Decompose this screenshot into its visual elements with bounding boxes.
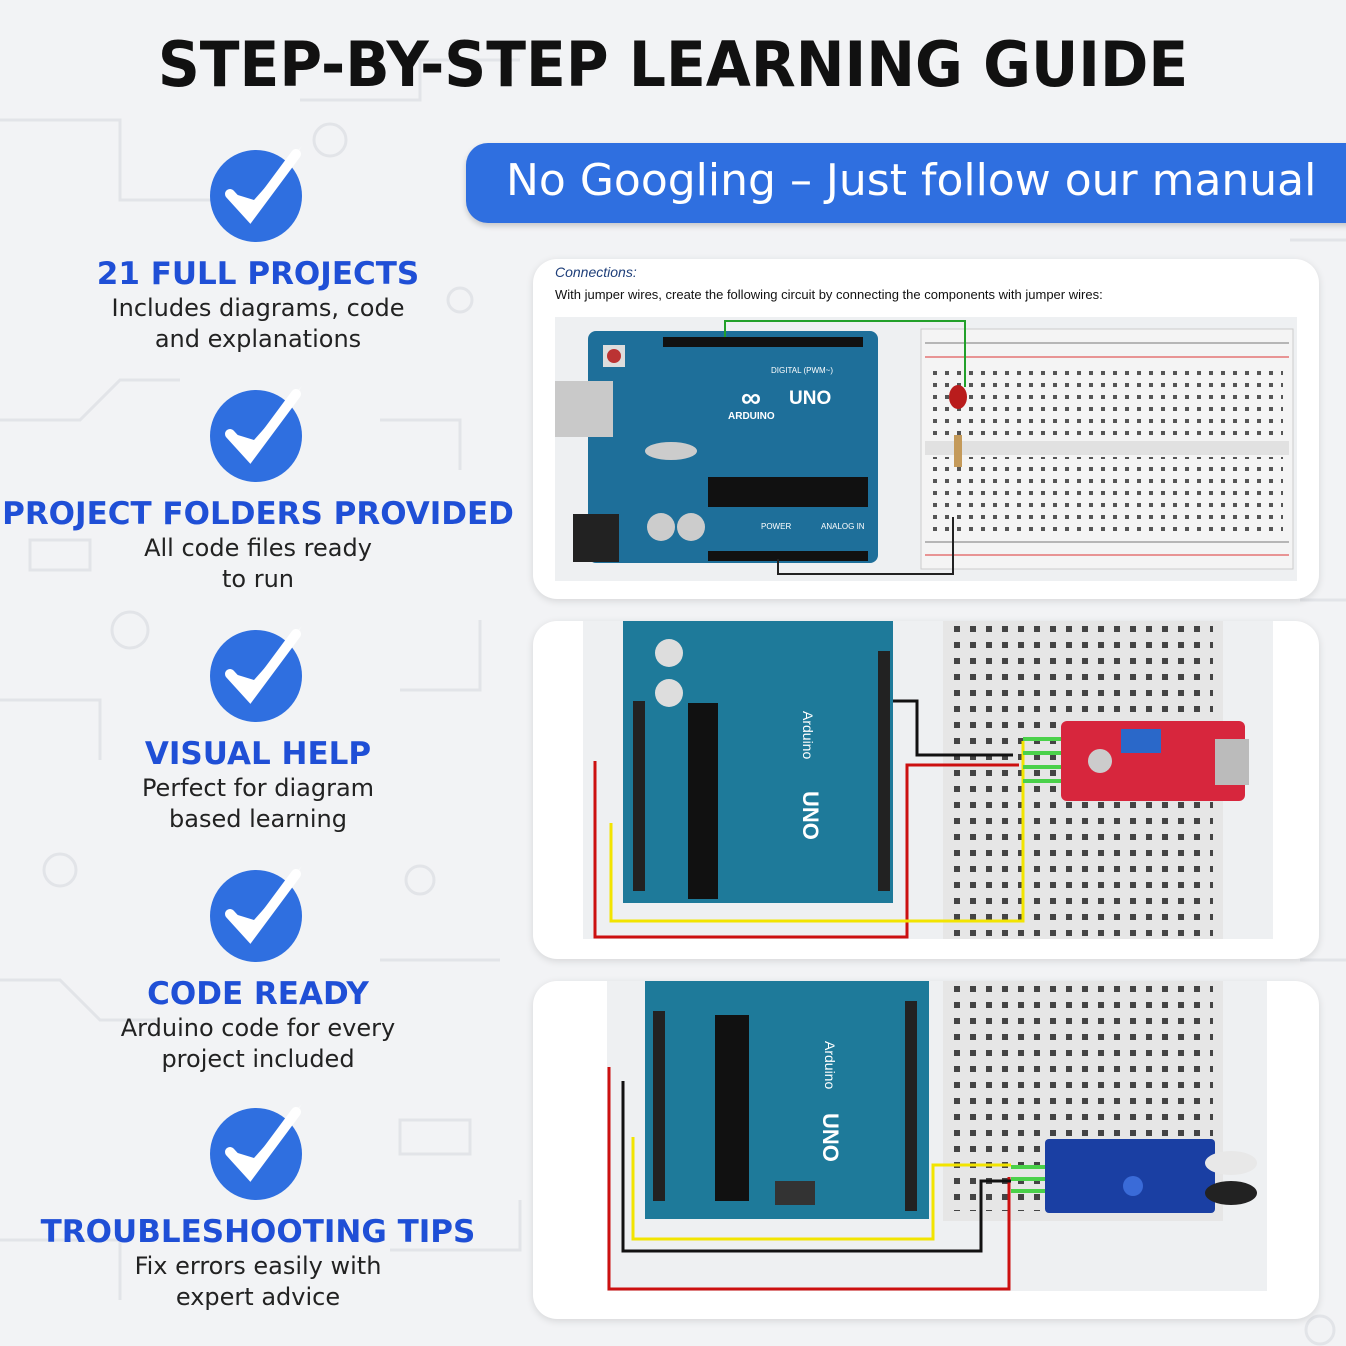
feature-desc-line-2: and explanations bbox=[154, 325, 362, 353]
circuit-card-1: Connections: With jumper wires, create t… bbox=[533, 259, 1319, 599]
circuit-card-3: Arduino UNO bbox=[533, 981, 1319, 1319]
feature-desc-line-2: to run bbox=[221, 565, 294, 593]
banner-text: No Googling – Just follow our manual bbox=[506, 155, 1317, 206]
sound-sensor-module bbox=[1061, 721, 1249, 801]
circuit-diagram-1: ∞ UNO ARDUINO DIGITAL (PWM~) POWER ANALO… bbox=[555, 317, 1297, 581]
feature-desc-line-2: expert advice bbox=[175, 1283, 341, 1311]
circuit-diagram-2: Arduino UNO bbox=[583, 621, 1273, 939]
connections-label: Connections: bbox=[555, 264, 637, 280]
circuit-diagram-3: Arduino UNO bbox=[607, 981, 1267, 1291]
page-title: STEP-BY-STEP LEARNING GUIDE bbox=[157, 28, 1189, 101]
banner: No Googling – Just follow our manual bbox=[466, 143, 1346, 223]
feature-desc-line-2: based learning bbox=[169, 805, 347, 833]
svg-text:∞: ∞ bbox=[741, 382, 761, 413]
checkmark-icon bbox=[210, 626, 302, 722]
power-label: POWER bbox=[761, 522, 791, 531]
uno-logo-3: UNO bbox=[818, 1113, 843, 1162]
feature-title: 21 FULL PROJECTS bbox=[96, 256, 420, 292]
feature-desc-line-1: All code files ready bbox=[144, 534, 372, 562]
arduino-brand-3: Arduino bbox=[822, 1041, 838, 1089]
feature-desc-line-1: Arduino code for every bbox=[120, 1014, 396, 1042]
feature-desc-line-1: Includes diagrams, code bbox=[111, 294, 405, 322]
arduino-brand-2: Arduino bbox=[800, 711, 816, 759]
connections-text: With jumper wires, create the following … bbox=[555, 287, 1103, 302]
feature-desc-line-1: Perfect for diagram bbox=[141, 774, 375, 802]
breadboard bbox=[920, 328, 1294, 570]
checkmark-icon bbox=[210, 386, 302, 482]
feature-desc-line-1: Fix errors easily with bbox=[134, 1252, 382, 1280]
arduino-board: ∞ UNO ARDUINO DIGITAL (PWM~) POWER ANALO… bbox=[555, 331, 878, 563]
checkmark-icon bbox=[210, 866, 302, 962]
circuit-card-2: Arduino UNO bbox=[533, 621, 1319, 959]
feature-title: CODE READY bbox=[147, 976, 369, 1012]
arduino-board-2: Arduino UNO bbox=[623, 621, 893, 903]
uno-logo: UNO bbox=[789, 388, 831, 409]
ir-sensor-module bbox=[1045, 1139, 1257, 1213]
checkmark-icon bbox=[210, 146, 302, 242]
feature-title: VISUAL HELP bbox=[144, 736, 372, 772]
feature-title: TROUBLESHOOTING TIPS bbox=[40, 1214, 476, 1250]
digital-label: DIGITAL (PWM~) bbox=[771, 366, 833, 375]
feature-title: PROJECT FOLDERS PROVIDED bbox=[2, 496, 514, 532]
analog-label: ANALOG IN bbox=[821, 522, 865, 531]
arduino-board-3: Arduino UNO bbox=[645, 981, 929, 1219]
feature-desc-line-2: project included bbox=[161, 1045, 355, 1073]
checkmark-icon bbox=[210, 1104, 302, 1200]
uno-logo-2: UNO bbox=[798, 791, 823, 840]
arduino-brand: ARDUINO bbox=[728, 411, 775, 422]
